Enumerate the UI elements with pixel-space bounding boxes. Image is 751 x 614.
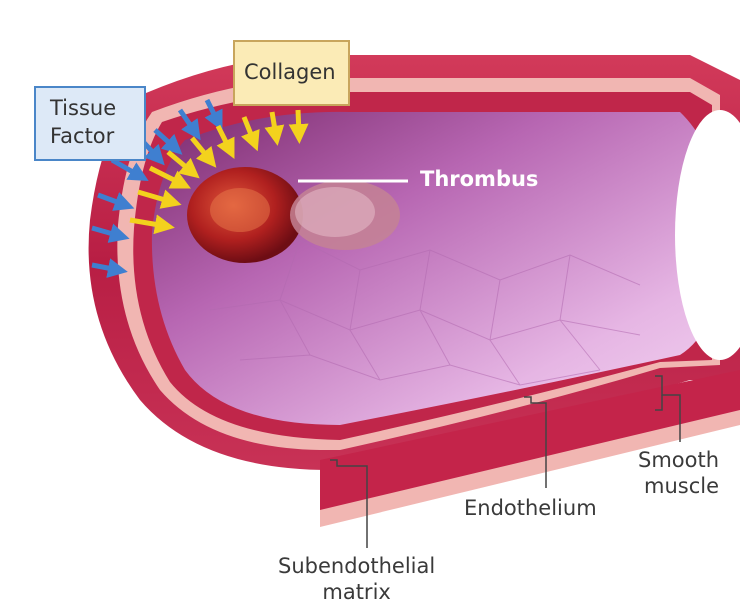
tissue-factor-label-box: Tissue Factor (34, 86, 146, 161)
smooth-muscle-label-line2: muscle (638, 473, 719, 499)
collagen-label: Collagen (244, 60, 336, 84)
smooth-muscle-label-line1: Smooth (638, 447, 719, 473)
endothelium-label: Endothelium (464, 495, 597, 521)
tissue-factor-label-line2: Factor (50, 122, 144, 150)
thrombus-label: Thrombus (420, 167, 538, 191)
tissue-factor-label-line1: Tissue (50, 94, 144, 122)
collagen-label-box: Collagen (233, 40, 350, 106)
subendothelial-matrix-label: Subendothelial matrix (278, 553, 435, 605)
subendothelial-label-line2: matrix (278, 579, 435, 605)
subendothelial-label-line1: Subendothelial (278, 553, 435, 579)
smooth-muscle-label: Smooth muscle (638, 447, 719, 499)
